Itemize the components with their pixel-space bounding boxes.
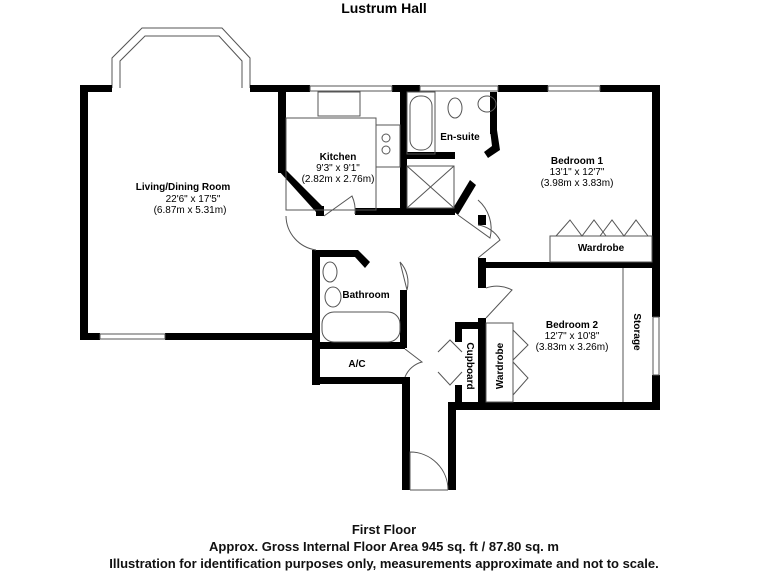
bedroom2-label: Bedroom 2	[546, 320, 599, 331]
bedroom2-metric: (3.83m x 3.26m)	[536, 342, 609, 353]
living-room-metric: (6.87m x 5.31m)	[154, 205, 227, 216]
living-room-label: Living/Dining Room	[136, 182, 231, 193]
bedroom1-imperial: 13'1" x 12'7"	[550, 167, 605, 178]
bedroom1-label: Bedroom 1	[551, 156, 604, 167]
storage-label: Storage	[631, 313, 642, 351]
walls	[80, 85, 660, 490]
wardrobe1-label: Wardrobe	[578, 243, 625, 254]
living-room-imperial: 22'6" x 17'5"	[166, 194, 221, 205]
bay-window	[111, 27, 251, 88]
windows	[99, 85, 660, 376]
cupboard-label: Cupboard	[464, 342, 475, 389]
kitchen-label: Kitchen	[320, 152, 357, 163]
disclaimer: Illustration for identification purposes…	[109, 556, 659, 571]
bedroom2-imperial: 12'7" x 10'8"	[545, 331, 600, 342]
doors	[285, 195, 513, 491]
kitchen-imperial: 9'3" x 9'1"	[316, 163, 360, 174]
wardrobe2-label: Wardrobe	[495, 342, 506, 389]
ac-label: A/C	[348, 359, 365, 370]
floor-area: Approx. Gross Internal Floor Area 945 sq…	[209, 539, 559, 554]
plan-title: Lustrum Hall	[341, 0, 427, 16]
footer: First Floor Approx. Gross Internal Floor…	[0, 521, 768, 572]
bathroom-label: Bathroom	[342, 290, 389, 301]
fixtures	[285, 91, 653, 403]
ensuite-label: En-suite	[440, 132, 480, 143]
bedroom1-metric: (3.98m x 3.83m)	[541, 178, 614, 189]
kitchen-metric: (2.82m x 2.76m)	[302, 174, 375, 185]
floor-label: First Floor	[351, 522, 417, 537]
